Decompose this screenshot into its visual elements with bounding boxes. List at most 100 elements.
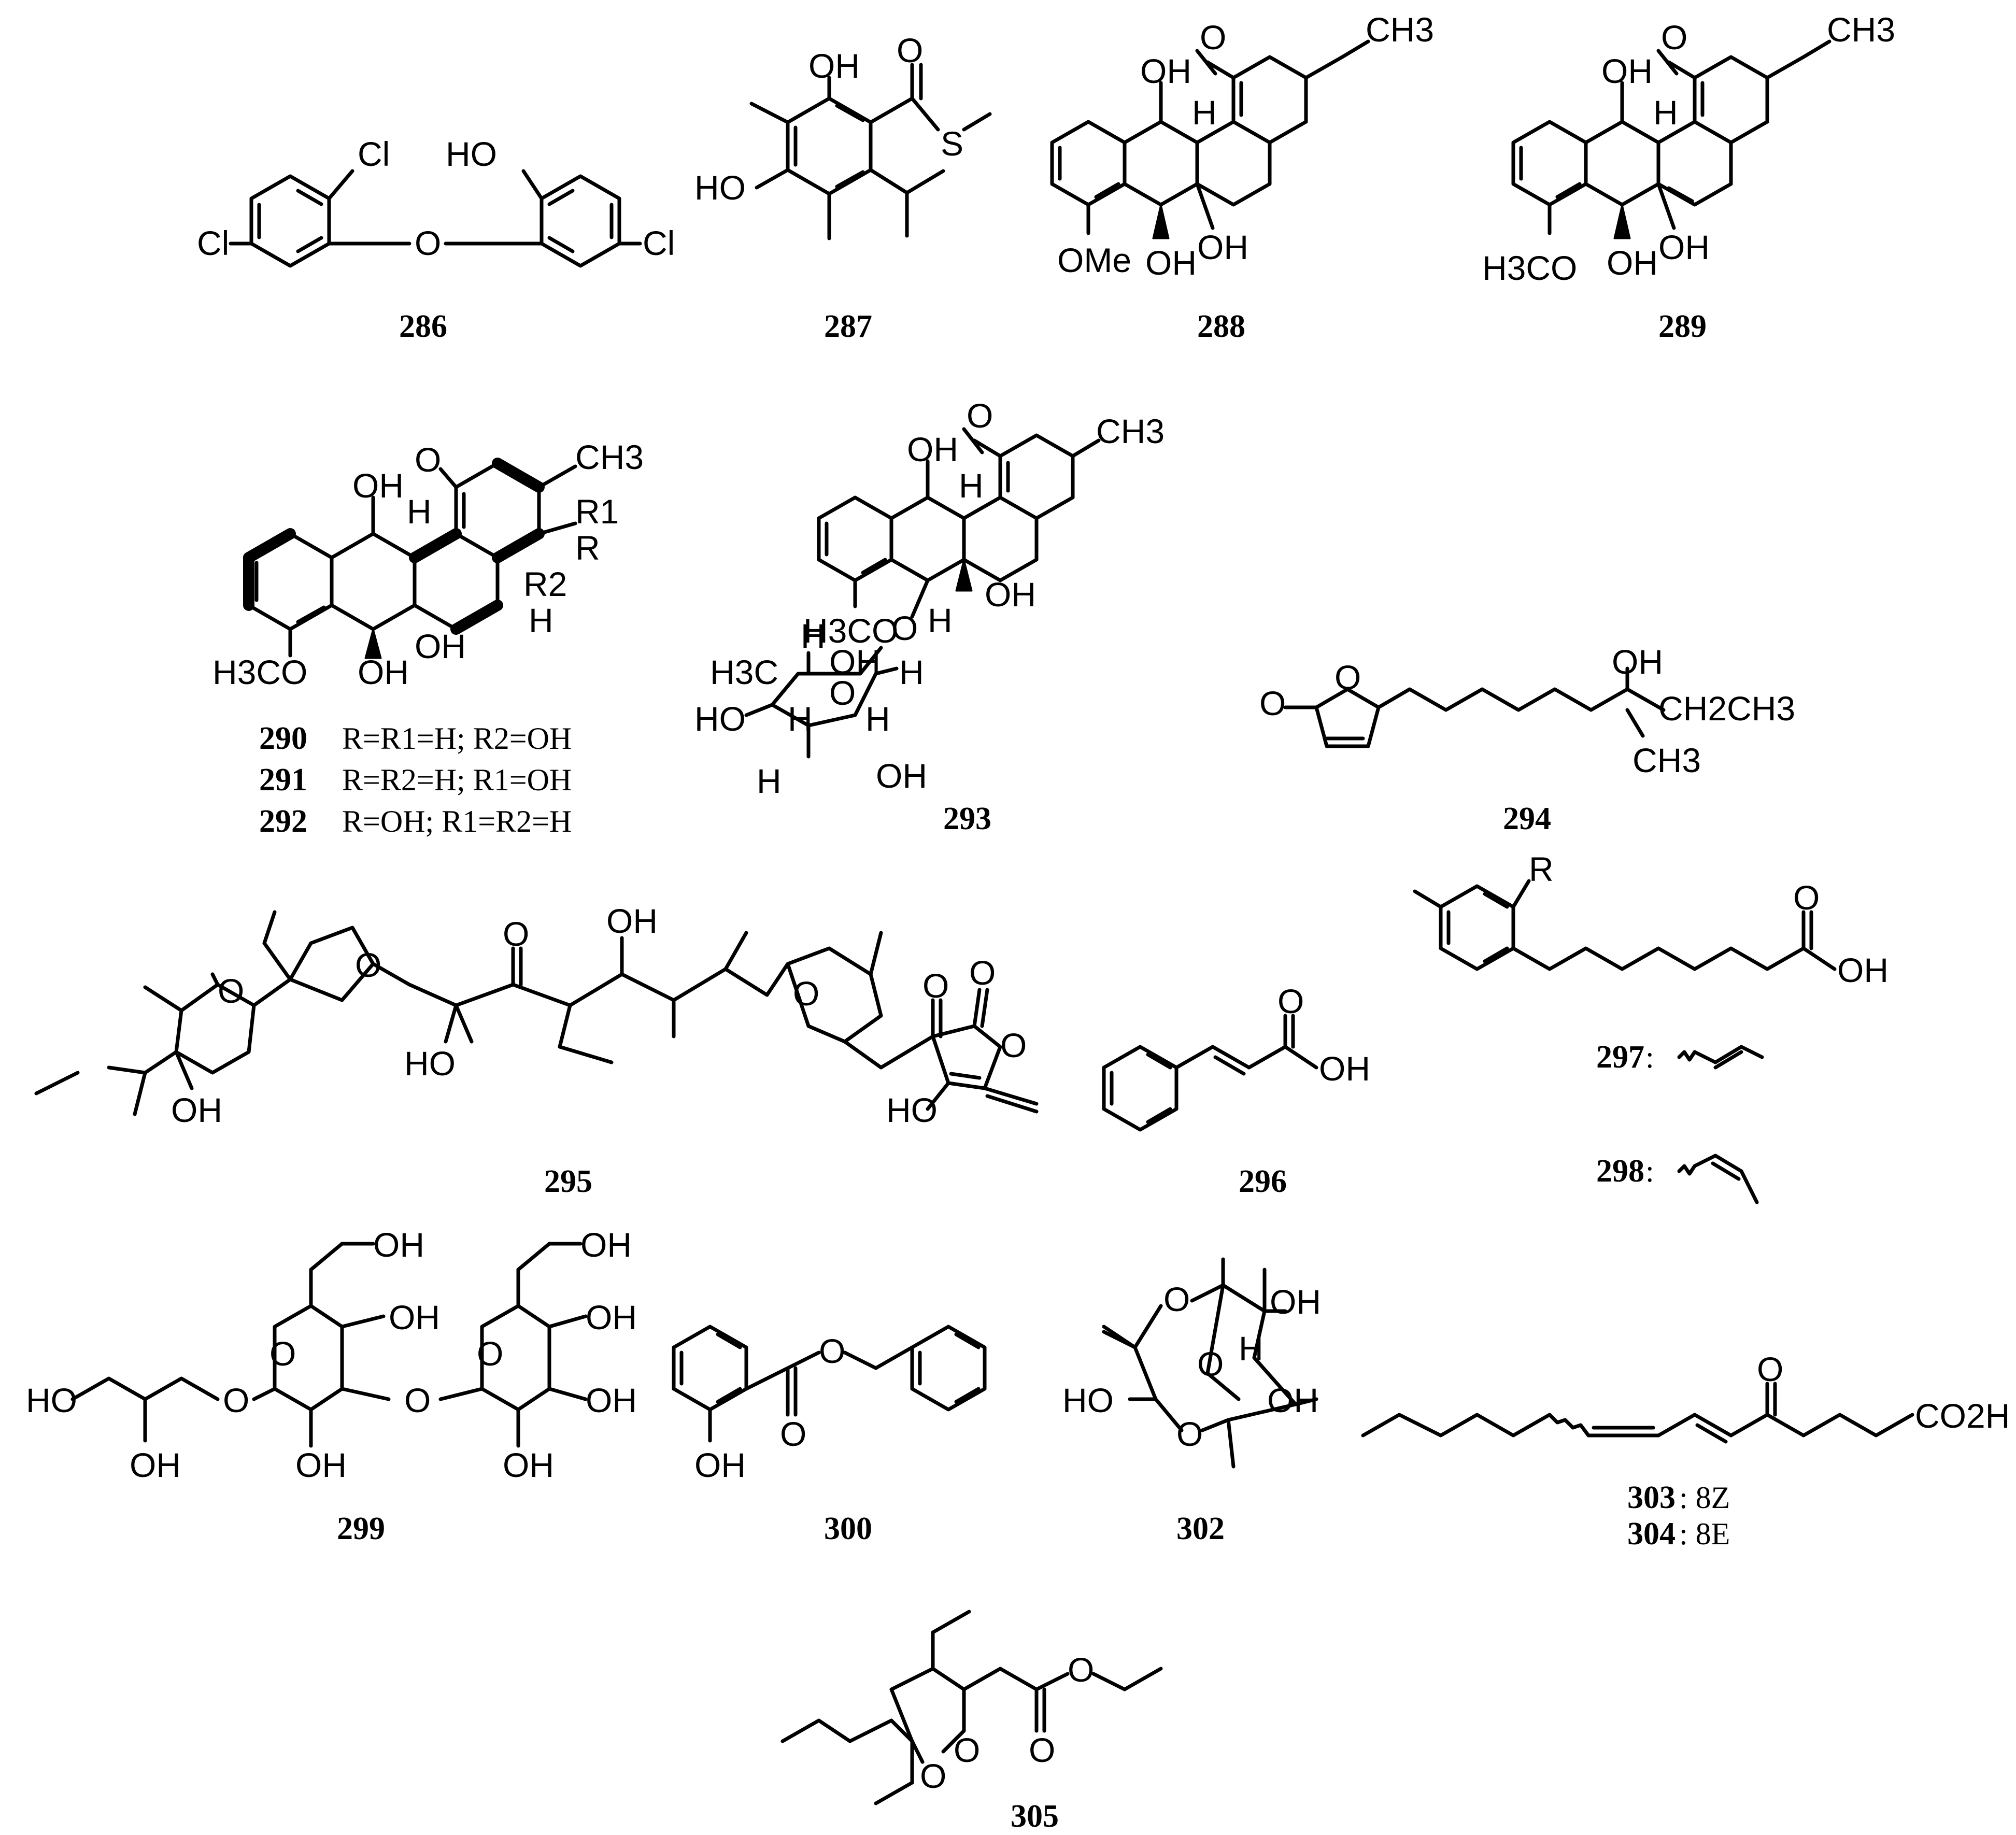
compound-305-atom-4: O <box>1068 1651 1094 1689</box>
compound-295-atom-8: O <box>1000 1026 1027 1064</box>
compound-286-structure <box>229 169 642 268</box>
compound-289-atom-4: H <box>1653 93 1678 132</box>
compound-number-293: 293 <box>943 801 991 836</box>
compound-293-atom-4: H <box>959 466 984 505</box>
compound-293-atom-8: O <box>891 609 918 647</box>
compound-290-atom-1: OH <box>352 466 404 505</box>
compound-295-atom-10: OH <box>171 1091 222 1129</box>
compound-302-atom-4: O <box>1197 1345 1224 1383</box>
compound-293-atom-5: H3CO <box>803 611 898 650</box>
compound-286-atom-5: Cl <box>643 224 675 262</box>
compound-294-atom-3: OH <box>1612 643 1663 681</box>
compound-293-atom-11: H3C <box>710 653 778 691</box>
compound-290-atom-9: H3CO <box>212 653 307 691</box>
compound-290-atom-4: H <box>407 492 432 531</box>
compound-288-atom-3: OH <box>1140 52 1191 90</box>
compound-290-wedge <box>364 628 382 659</box>
compound-number-290: 290 <box>259 721 307 756</box>
compound-289-atom-3: OH <box>1601 52 1653 90</box>
compound-297-structure <box>1413 879 1837 1204</box>
compound-number-292: 292 <box>259 804 307 839</box>
compound-288-atom-1: O <box>1200 18 1226 56</box>
compound-number-286: 286 <box>399 309 447 344</box>
compound-294-structure <box>1283 666 1666 748</box>
compound-299-atom-6: O <box>477 1334 503 1373</box>
compound-288-atom-5: OMe <box>1057 241 1131 279</box>
compound-290-atom-10: OH <box>358 653 409 691</box>
compound-300-structure <box>672 1325 987 1443</box>
compound-287-atom-3: S <box>941 124 963 163</box>
compound-305-atom-3: O <box>1029 1731 1055 1769</box>
compound-305-atom-1: O <box>954 1731 980 1769</box>
compound-number-302: 302 <box>1176 1511 1225 1546</box>
compound-293-atom-1: OH <box>907 430 958 468</box>
compound-293-atom-18: H <box>757 762 782 800</box>
compound-295-atom-6: O <box>922 966 949 1005</box>
compound-295-atom-3: O <box>503 915 529 953</box>
compound-290-atom-7: R2 <box>523 565 567 603</box>
compound-295-atom-4: OH <box>606 902 658 940</box>
compound-298-colon: : <box>1645 1154 1654 1188</box>
compound-299-atom-13: OH <box>503 1446 554 1484</box>
compound-293-atom-12: O <box>829 674 856 712</box>
compound-294-atom-2: O <box>1334 658 1361 696</box>
compound-293-atom-16: H <box>865 700 890 738</box>
compound-293-atom-3: CH3 <box>1096 412 1165 450</box>
compound-293-atom-6: H <box>928 601 953 639</box>
compound-289-atom-2: CH3 <box>1827 10 1895 49</box>
compound-293-atom-9: H <box>801 617 826 655</box>
compound-290-atom-3: CH3 <box>575 438 644 476</box>
compound-299-atom-7: O <box>223 1381 249 1419</box>
compound-302-structure <box>1102 1257 1318 1469</box>
compound-293-atom-10: OH <box>829 643 881 681</box>
compound-289-atom-6: OH <box>1607 244 1658 282</box>
compound-299-structure <box>70 1242 588 1448</box>
compound-293-atom-2: O <box>967 396 993 435</box>
compound-293-atom-7: OH <box>985 575 1036 614</box>
compound-289-wedge <box>1613 204 1631 239</box>
compound-299-atom-10: OH <box>130 1446 181 1484</box>
compound-288-atom-2: CH3 <box>1366 10 1434 49</box>
compound-286-atom-4: O <box>415 224 441 262</box>
compound-294-atom-5: CH3 <box>1632 741 1701 779</box>
compound-number-300: 300 <box>824 1511 872 1546</box>
compound-number-297: 297 <box>1596 1040 1644 1075</box>
compound-290-caption: R=R1=H; R2=OH <box>342 721 572 756</box>
compound-292-caption: R=OH; R1=R2=H <box>342 804 572 838</box>
compound-293-atom-17: OH <box>876 757 927 795</box>
compound-305-atom-2: O <box>920 1757 946 1795</box>
compound-299-atom-2: OH <box>580 1226 632 1264</box>
compound-293-atom-13: H <box>899 653 924 691</box>
compound-286-atom-2: HO <box>446 135 497 173</box>
compound-number-288: 288 <box>1197 309 1245 344</box>
compound-295-atom-1: O <box>218 972 244 1010</box>
compound-290-atom-11: OH <box>415 627 466 665</box>
compound-300-atom-2: OH <box>694 1446 746 1484</box>
compound-304-caption: : 8E <box>1679 1517 1730 1551</box>
compound-296-atom-1: O <box>1277 982 1304 1020</box>
compound-302-atom-2: OH <box>1270 1283 1321 1321</box>
compound-290-atom-6: R <box>575 529 600 567</box>
compound-299-atom-8: HO <box>26 1381 77 1419</box>
compound-287-atom-1: OH <box>808 47 860 85</box>
compound-293-atom-15: H <box>788 700 813 738</box>
compound-303-caption: : 8Z <box>1679 1481 1730 1515</box>
compound-293-atom-14: HO <box>694 700 746 738</box>
compound-302-atom-1: O <box>1163 1280 1190 1318</box>
compound-number-291: 291 <box>259 762 307 798</box>
compound-297-colon: : <box>1645 1040 1654 1074</box>
compound-293-wedge <box>955 559 973 592</box>
compound-303-structure <box>1361 1382 1914 1444</box>
compound-293-structure <box>744 427 1101 759</box>
compound-299-atom-12: O <box>404 1381 431 1419</box>
compound-287-atom-2: O <box>897 31 923 69</box>
compound-number-294: 294 <box>1503 801 1551 836</box>
compound-295-atom-11: HO <box>886 1091 938 1129</box>
compound-295-atom-7: O <box>969 954 996 992</box>
compound-289-atom-1: O <box>1661 18 1687 56</box>
compound-300-atom-1: O <box>819 1332 845 1370</box>
compound-288-atom-4: H <box>1192 93 1217 132</box>
compound-number-295: 295 <box>544 1164 592 1199</box>
compound-299-atom-5: O <box>269 1334 296 1373</box>
